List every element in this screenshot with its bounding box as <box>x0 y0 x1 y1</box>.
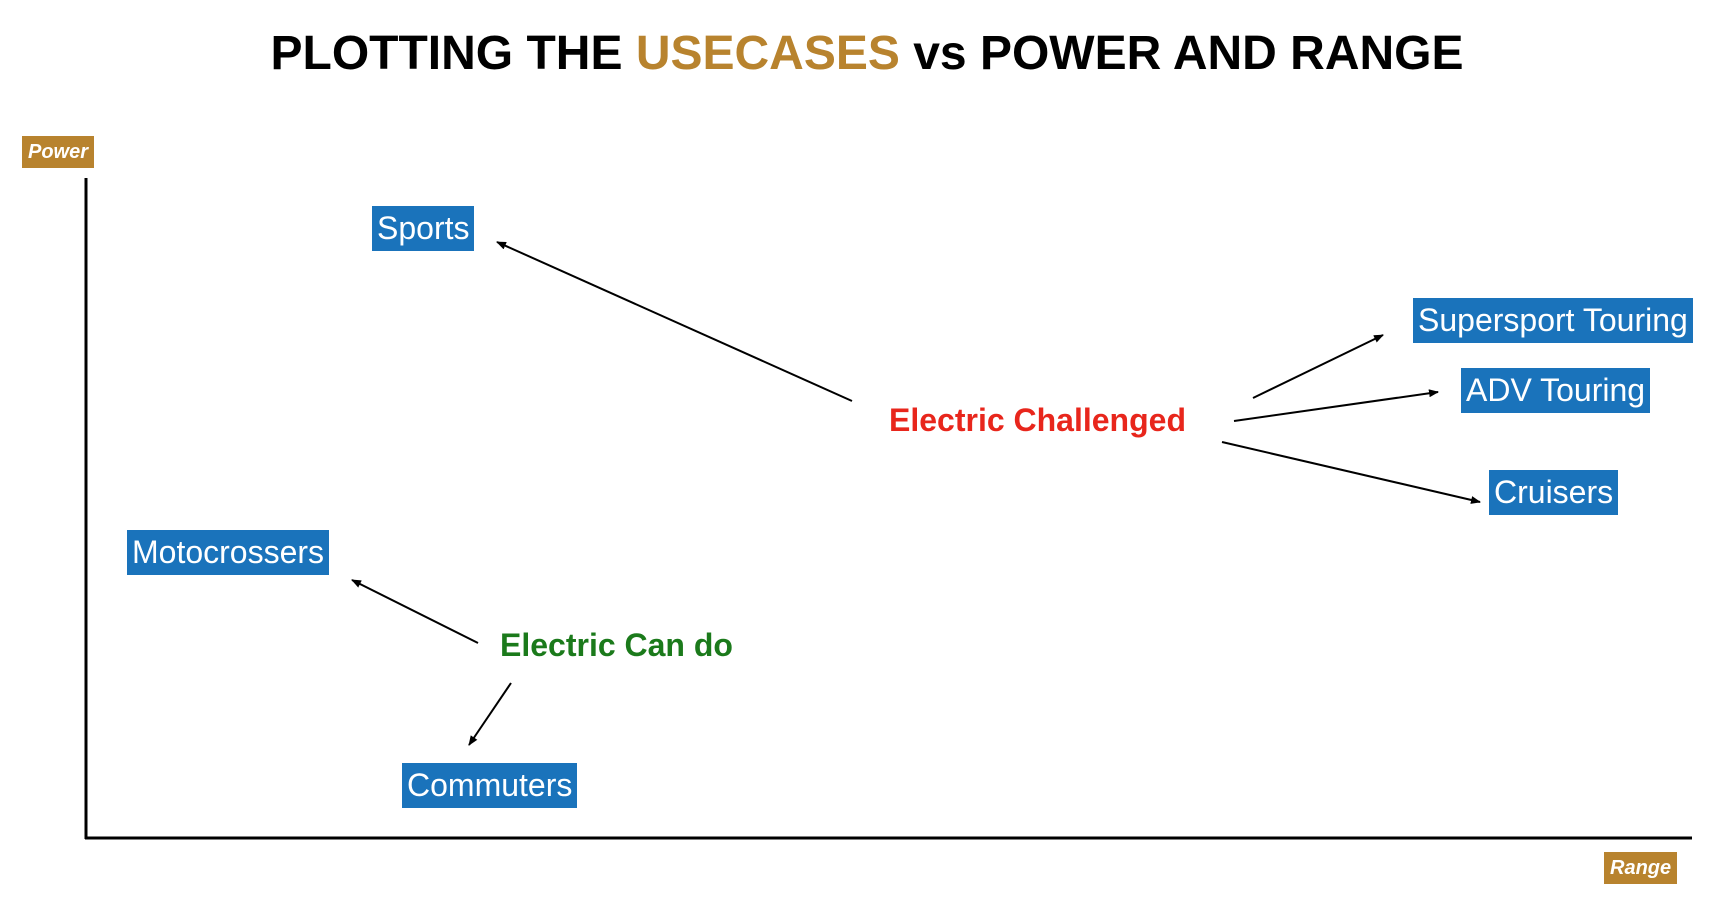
box-motocrossers: Motocrossers <box>127 530 330 575</box>
arrow-to-supersport-touring <box>1252 334 1384 399</box>
page-title: PLOTTING THE USECASES vs POWER AND RANGE <box>0 26 1734 81</box>
box-commuters: Commuters <box>402 763 578 808</box>
label-electric-challenged: Electric Challenged <box>889 402 1186 438</box>
label-electric-can-do: Electric Can do <box>500 627 733 663</box>
x-axis-label: Range <box>1604 852 1678 884</box>
title-part-1: PLOTTING THE <box>270 27 636 80</box>
title-accent: USECASES <box>635 27 900 80</box>
box-cruisers: Cruisers <box>1489 470 1619 515</box>
box-supersport-touring: Supersport Touring <box>1413 298 1693 343</box>
box-adv-touring: ADV Touring <box>1461 368 1651 413</box>
arrow-to-sports <box>496 241 853 402</box>
arrow-to-motocrossers <box>351 579 479 644</box>
arrow-to-cruisers <box>1221 441 1481 504</box>
y-axis-label: Power <box>22 136 95 168</box>
title-part-2: vs POWER AND RANGE <box>899 27 1464 80</box>
arrow-to-adv-touring <box>1233 389 1439 422</box>
arrow-to-commuters <box>468 682 512 746</box>
box-sports: Sports <box>372 206 475 251</box>
